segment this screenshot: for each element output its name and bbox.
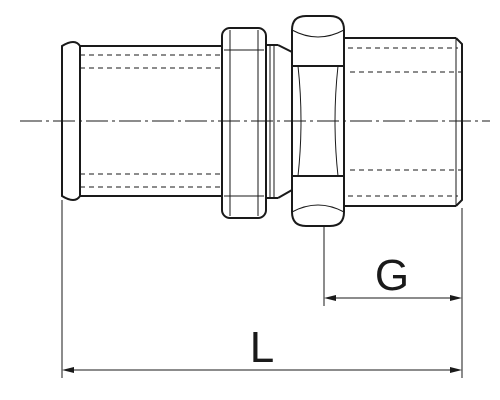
extension-lines xyxy=(61,200,463,378)
neck xyxy=(266,44,293,199)
threaded-end xyxy=(344,37,463,207)
hex-nut xyxy=(291,15,345,227)
thread-length-label: G xyxy=(375,251,409,300)
overall-length-label: L xyxy=(250,323,274,372)
collar-ring xyxy=(221,27,267,219)
thread-length-dimension: G xyxy=(324,251,462,301)
press-sleeve-body xyxy=(61,41,222,201)
overall-length-dimension: L xyxy=(62,323,462,373)
